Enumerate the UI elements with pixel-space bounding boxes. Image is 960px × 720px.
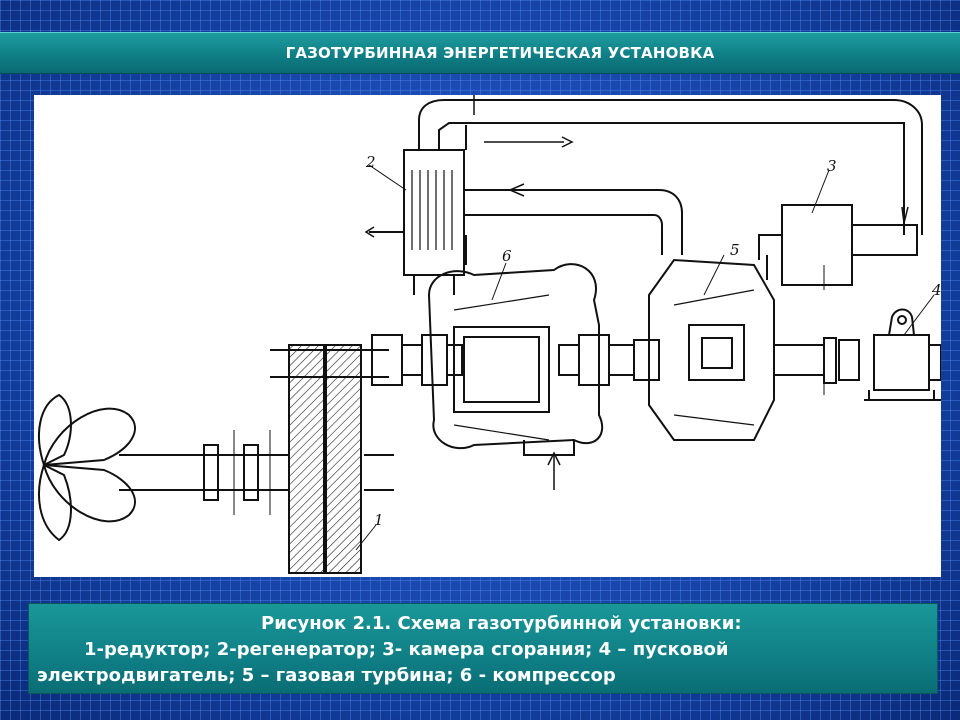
pipe-loop bbox=[418, 95, 923, 490]
combustion-chamber bbox=[758, 204, 918, 286]
diagram-panel: 2 6 5 3 4 1 bbox=[34, 95, 941, 577]
slide-title-bar: ГАЗОТУРБИННАЯ ЭНЕРГЕТИЧЕСКАЯ УСТАНОВКА bbox=[0, 32, 960, 74]
caption-title: Рисунок 2.1. Схема газотурбинной установ… bbox=[261, 613, 742, 634]
reducer bbox=[270, 344, 389, 574]
label-combustion-chamber: 3 bbox=[827, 157, 837, 175]
label-regenerator: 2 bbox=[365, 153, 376, 171]
label-compressor: 6 bbox=[502, 247, 512, 265]
label-reducer: 1 bbox=[374, 511, 384, 529]
shaft-right bbox=[774, 337, 860, 384]
label-starter-motor: 4 bbox=[931, 281, 941, 299]
regenerator bbox=[364, 149, 465, 295]
figure-caption: Рисунок 2.1. Схема газотурбинной установ… bbox=[28, 603, 938, 694]
propeller-shaft bbox=[119, 430, 394, 515]
propeller bbox=[38, 393, 136, 542]
shaft-middle bbox=[558, 334, 660, 386]
label-gas-turbine: 5 bbox=[730, 241, 740, 259]
gas-turbine bbox=[648, 258, 775, 441]
slide-title: ГАЗОТУРБИННАЯ ЭНЕРГЕТИЧЕСКАЯ УСТАНОВКА bbox=[285, 44, 715, 62]
caption-legend-line-1: 1-редуктор; 2-регенератор; 3- камера сго… bbox=[84, 639, 729, 660]
gas-turbine-schematic: 2 6 5 3 4 1 bbox=[38, 95, 941, 574]
caption-legend-line-2: электродвигатель; 5 – газовая турбина; 6… bbox=[37, 665, 616, 686]
starter-motor bbox=[864, 308, 941, 401]
compressor bbox=[427, 263, 604, 456]
